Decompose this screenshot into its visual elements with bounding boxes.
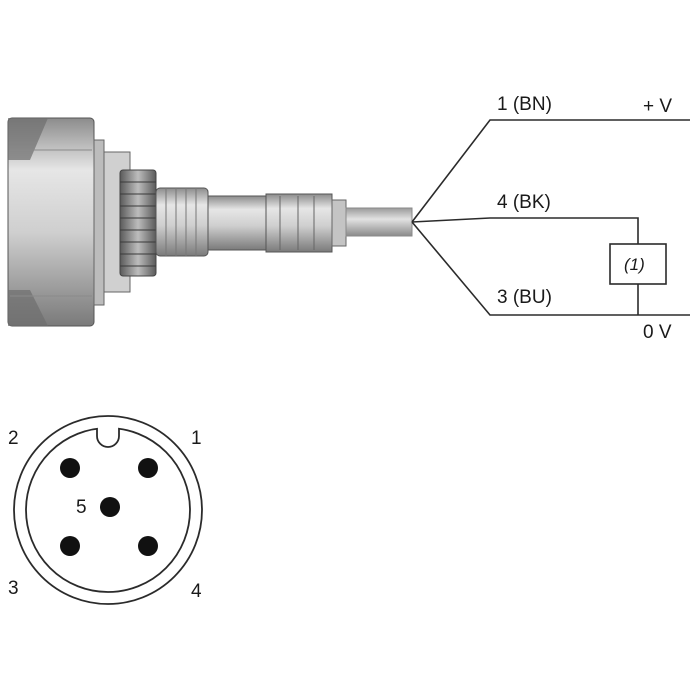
wire-bk-label: 4 (BK)	[497, 192, 551, 213]
pin-1-label: 1	[191, 428, 202, 449]
pin-4-contact	[138, 536, 158, 556]
load-box	[609, 243, 667, 285]
wire-bu-label: 3 (BU)	[497, 287, 552, 308]
plug-sleeve	[155, 187, 209, 257]
supply-positive-label: + V	[643, 96, 672, 117]
wiring-lines	[411, 119, 690, 316]
sensor-housing	[7, 117, 105, 327]
pin-4-label: 4	[191, 581, 202, 602]
pin-5-contact	[100, 497, 120, 517]
wire-bu-line	[411, 221, 690, 316]
pin-1-contact	[138, 458, 158, 478]
connector-pinout	[13, 415, 203, 605]
coding-key-notch	[96, 428, 120, 448]
sensor-connector-illustration	[7, 117, 413, 327]
load-label: (1)	[624, 255, 645, 274]
cable	[345, 207, 413, 237]
pin-5-label: 5	[76, 497, 87, 518]
wire-bn-label: 1 (BN)	[497, 94, 552, 115]
strain-relief	[207, 193, 347, 253]
supply-negative-label: 0 V	[643, 322, 672, 343]
pin-2-label: 2	[8, 428, 19, 449]
threaded-collar	[103, 151, 157, 293]
pin-2-contact	[60, 458, 80, 478]
wire-bn-line	[411, 119, 690, 223]
pin-3-contact	[60, 536, 80, 556]
pin-3-label: 3	[8, 578, 19, 599]
wire-bk-line	[411, 217, 639, 244]
